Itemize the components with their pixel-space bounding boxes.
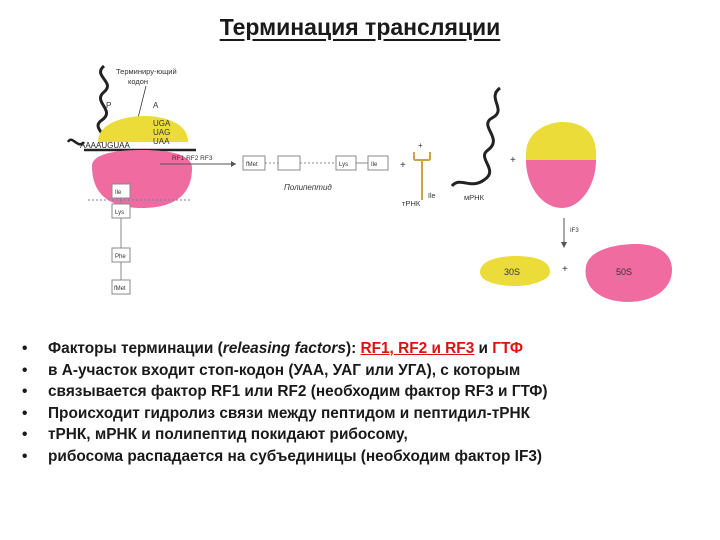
- b1-gtp: ГТФ: [492, 340, 523, 357]
- stop-codon-label-2: кодон: [128, 77, 148, 86]
- diagram-svg: Терминиру-ющий кодон P A UGA UAG UAA AAA…: [60, 58, 680, 308]
- bullet-dot: •: [22, 338, 27, 360]
- b1-text-e: и: [474, 340, 492, 357]
- plus-4: +: [562, 264, 568, 275]
- title-text: Терминация трансляции: [220, 14, 501, 40]
- bullet-2: • в А-участок входит стоп-кодон (УАА, УАГ…: [22, 360, 712, 382]
- slide-title: Терминация трансляции: [0, 14, 720, 41]
- mrna-seq: AAAAUGUAA: [80, 141, 130, 150]
- large-subunit-left: [98, 116, 188, 142]
- chain-box-empty: [278, 156, 300, 170]
- chain-met-label: fMet: [246, 162, 258, 168]
- site-p-label: P: [106, 101, 111, 110]
- bullet-1: • Факторы терминации (releasing factors):…: [22, 338, 712, 360]
- bullet-dot: •: [22, 446, 27, 468]
- trna-label: тРНК: [402, 199, 421, 208]
- mrna-label: мРНК: [464, 193, 485, 202]
- small-subunit-right: [526, 160, 596, 208]
- b1-text-a: Факторы терминации (: [48, 340, 223, 357]
- subunit-50s-label: 50S: [616, 267, 632, 277]
- codon-uag: UAG: [153, 128, 170, 137]
- chain-ile-label: Ile: [371, 162, 378, 168]
- rf-arrowhead: [231, 161, 236, 167]
- plus-1: +: [400, 160, 406, 171]
- bullet-dot: •: [22, 381, 27, 403]
- aa-phe-label: Phe: [115, 254, 126, 260]
- rf-factors-label: RF1 RF2 RF3: [172, 155, 213, 162]
- trna-ile-label: Ile: [428, 193, 436, 200]
- bullet-dot: •: [22, 403, 27, 425]
- b1-text-italic: releasing factors: [223, 340, 346, 357]
- b3-text: связывается фактор RF1 или RF2 (необходи…: [48, 383, 548, 400]
- codon-uga: UGA: [153, 119, 171, 128]
- bullet-4: • Происходит гидролиз связи между пептидо…: [22, 403, 712, 425]
- b2-text: в А-участок входит стоп-кодон (УАА, УАГ …: [48, 362, 520, 379]
- b4-text: Происходит гидролиз связи между пептидом…: [48, 405, 530, 422]
- bullet-list: • Факторы терминации (releasing factors):…: [22, 338, 712, 467]
- chain-lys-label: Lys: [339, 162, 348, 168]
- trna-left-label: Ile: [115, 190, 122, 196]
- bullet-6: • рибосома распадается на субъединицы (не…: [22, 446, 712, 468]
- pointer-line: [138, 86, 146, 118]
- codon-uaa: UAA: [153, 137, 170, 146]
- b6-text: рибосома распадается на субъединицы (нео…: [48, 448, 542, 465]
- bullet-5: • тРНК, мРНК и полипептид покидают рибосо…: [22, 424, 712, 446]
- b1-text-c: ):: [346, 340, 361, 357]
- large-subunit-right: [526, 122, 596, 160]
- if3-label: IF3: [570, 228, 579, 234]
- aa-met-label: fMet: [114, 286, 126, 292]
- b1-factors-link[interactable]: RF1, RF2 и RF3: [360, 340, 474, 357]
- termination-diagram: Терминиру-ющий кодон P A UGA UAG UAA AAA…: [60, 58, 680, 308]
- bullet-dot: •: [22, 360, 27, 382]
- subunit-30s-label: 30S: [504, 267, 520, 277]
- plus-2: +: [418, 141, 423, 150]
- bullet-3: • связывается фактор RF1 или RF2 (необход…: [22, 381, 712, 403]
- if3-arrowhead: [561, 242, 567, 248]
- stop-codon-label-1: Терминиру-ющий: [116, 67, 177, 76]
- plus-3: +: [510, 155, 516, 166]
- b5-text: тРНК, мРНК и полипептид покидают рибосом…: [48, 426, 408, 443]
- site-a-label: A: [153, 101, 159, 110]
- polypeptide-label: Полипептид: [284, 183, 332, 192]
- bullet-dot: •: [22, 424, 27, 446]
- mrna-wave-right: [452, 88, 500, 186]
- aa-lys-label: Lys: [115, 210, 124, 216]
